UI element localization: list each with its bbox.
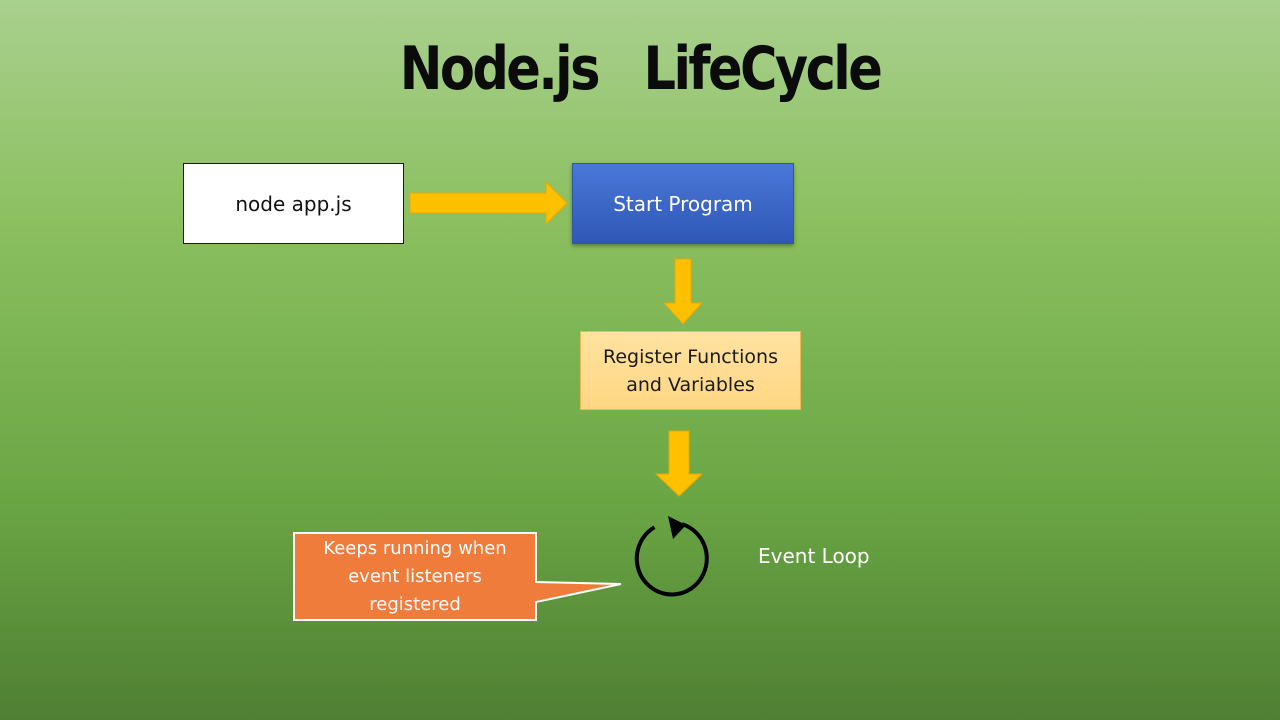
command-label: node app.js: [235, 191, 352, 216]
event-loop-label: Event Loop: [758, 544, 870, 568]
command-box: node app.js: [183, 163, 404, 244]
register-box: Register Functions and Variables: [580, 331, 801, 410]
callout-text: Keeps running when event listeners regis…: [323, 538, 507, 615]
start-program-label: Start Program: [613, 191, 753, 216]
start-program-box: Start Program: [572, 163, 794, 244]
callout-shape: [293, 532, 622, 621]
arrow-register-to-loop: [654, 430, 704, 497]
refresh-circle-icon: [634, 516, 709, 597]
page-title: Node.js LifeCycle: [399, 34, 883, 104]
arrow-command-to-start: [409, 180, 568, 226]
register-label: Register Functions and Variables: [603, 345, 778, 396]
arrow-start-to-register: [662, 258, 704, 325]
